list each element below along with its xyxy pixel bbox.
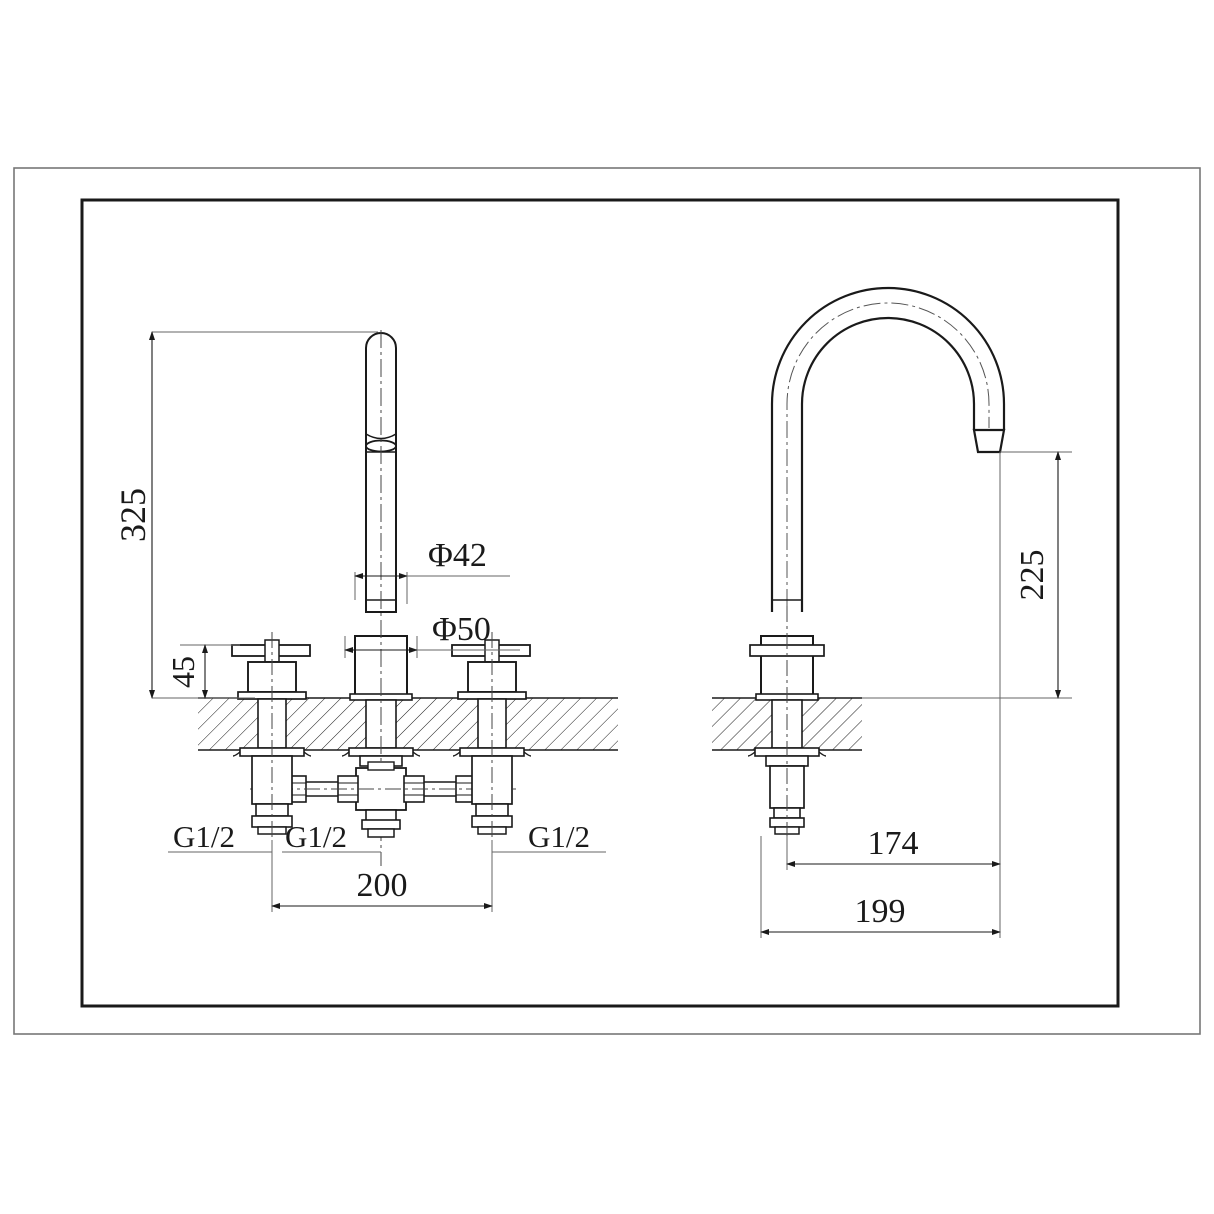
thread-label-left: G1/2 [173, 819, 235, 854]
dimension-spout-reach: 174 [786, 452, 1001, 870]
handle-left-front [231, 632, 312, 866]
handle-right-front [451, 632, 532, 866]
dimension-174-label: 174 [868, 825, 919, 862]
spout-assembly-front [341, 330, 421, 866]
thread-label-right: G1/2 [528, 819, 590, 854]
dimension-45-label: 45 [165, 656, 201, 688]
manifold-assembly [250, 761, 516, 838]
inner-border [80, 198, 1120, 1008]
dimension-phi50-label: Φ50 [432, 611, 491, 648]
dimension-overall-height: 325 [113, 331, 378, 699]
dimension-overall-reach: 199 [760, 836, 1001, 938]
dimension-center-spread: 200 [271, 840, 493, 912]
side-elevation-view: 225 174 199 [712, 286, 1072, 938]
dimension-199-label: 199 [855, 893, 906, 930]
thread-callouts-front: G1/2 G1/2 G1/2 [168, 819, 606, 854]
front-elevation-view: 325 45 Φ42 Φ50 G1/2 G [113, 330, 618, 912]
spout-base-side [747, 606, 827, 866]
dimension-phi42-label: Φ42 [428, 537, 487, 574]
thread-label-center: G1/2 [285, 819, 347, 854]
outer-border [13, 167, 1201, 1035]
dimension-base-diameter: Φ50 [344, 611, 520, 658]
dimension-spout-diameter: Φ42 [354, 537, 510, 604]
dimension-325-label: 325 [113, 488, 153, 542]
dimension-225-label: 225 [1014, 550, 1051, 601]
dimension-handle-height: 45 [165, 644, 240, 699]
dimension-spout-height: 225 [862, 451, 1072, 699]
dimension-200-label: 200 [357, 867, 408, 904]
